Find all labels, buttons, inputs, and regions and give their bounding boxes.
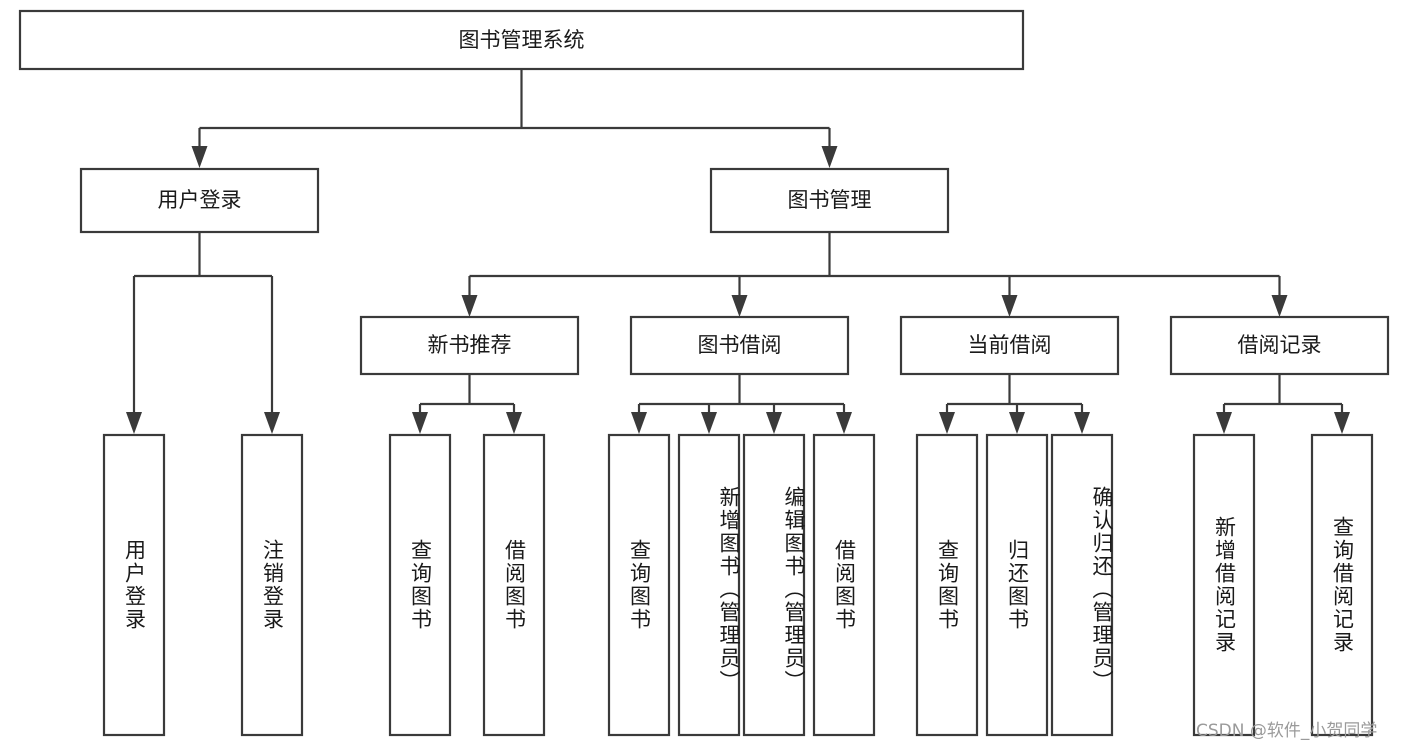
connector-group-book-borrow bbox=[631, 374, 852, 434]
arrow-head-leaf-logout bbox=[264, 412, 280, 434]
csdn-watermark: CSDN @软件_小贺同学 bbox=[1196, 721, 1378, 741]
leaf-box-query-record[interactable] bbox=[1310, 433, 1374, 737]
arrow-head-current-borrow bbox=[1001, 295, 1018, 317]
connector-group-current-borrow bbox=[939, 374, 1090, 434]
connector-group-borrow-record bbox=[1216, 374, 1350, 434]
leaf-box-borrow-book-recommend[interactable] bbox=[482, 433, 546, 737]
node-new-book-recommend-label: 新书推荐 bbox=[428, 333, 512, 357]
node-book-manage[interactable]: 图书管理 bbox=[709, 167, 950, 234]
leaf-box-add-book[interactable] bbox=[677, 433, 741, 737]
arrow-head-leaf-borrow-book-recommend bbox=[506, 412, 522, 434]
arrow-head-borrow-record bbox=[1271, 295, 1288, 317]
node-book-borrow-label: 图书借阅 bbox=[698, 333, 782, 357]
arrow-head-leaf-query-record bbox=[1334, 412, 1350, 434]
node-book-borrow-box[interactable] bbox=[629, 315, 850, 376]
node-borrow-record-label: 借阅记录 bbox=[1238, 333, 1322, 357]
leaf-box-edit-book[interactable] bbox=[742, 433, 806, 737]
arrow-head-leaf-confirm-return bbox=[1074, 412, 1090, 434]
leaf-box-borrow-book[interactable] bbox=[812, 433, 876, 737]
connector-group-root bbox=[191, 69, 838, 168]
leaf-box-query-book-current[interactable] bbox=[915, 433, 979, 737]
node-user-login-label: 用户登录 bbox=[158, 188, 242, 212]
node-current-borrow[interactable]: 当前借阅 bbox=[899, 315, 1120, 376]
arrow-head-leaf-add-book bbox=[701, 412, 717, 434]
node-user-login-box[interactable] bbox=[79, 167, 320, 234]
arrow-head-leaf-edit-book bbox=[766, 412, 782, 434]
leaf-box-user-login[interactable] bbox=[102, 433, 166, 737]
arrow-head-leaf-query-book-borrow bbox=[631, 412, 647, 434]
arrow-head-book-manage bbox=[821, 146, 838, 168]
leaf-box-return-book[interactable] bbox=[985, 433, 1049, 737]
arrow-head-leaf-borrow-book bbox=[836, 412, 852, 434]
arrow-head-user-login bbox=[191, 146, 208, 168]
arrow-head-leaf-user-login bbox=[126, 412, 142, 434]
connector-group-book-manage bbox=[461, 232, 1288, 317]
leaf-box-group bbox=[102, 433, 1374, 737]
node-borrow-record[interactable]: 借阅记录 bbox=[1169, 315, 1390, 376]
arrow-head-leaf-query-book-current bbox=[939, 412, 955, 434]
node-root[interactable]: 图书管理系统 bbox=[18, 9, 1025, 71]
node-root-box[interactable] bbox=[18, 9, 1025, 71]
leaf-box-confirm-return[interactable] bbox=[1050, 433, 1114, 737]
leaf-box-query-book-borrow[interactable] bbox=[607, 433, 671, 737]
connector-group-new-book-recommend bbox=[412, 374, 522, 434]
leaf-box-logout[interactable] bbox=[240, 433, 304, 737]
arrow-head-leaf-query-book-recommend bbox=[412, 412, 428, 434]
node-current-borrow-box[interactable] bbox=[899, 315, 1120, 376]
node-new-book-recommend-box[interactable] bbox=[359, 315, 580, 376]
arrow-head-book-borrow bbox=[731, 295, 748, 317]
arrow-head-leaf-return-book bbox=[1009, 412, 1025, 434]
node-book-borrow[interactable]: 图书借阅 bbox=[629, 315, 850, 376]
connector-group-user-login bbox=[126, 232, 280, 434]
node-user-login[interactable]: 用户登录 bbox=[79, 167, 320, 234]
leaf-box-query-book-recommend[interactable] bbox=[388, 433, 452, 737]
node-book-manage-box[interactable] bbox=[709, 167, 950, 234]
node-new-book-recommend[interactable]: 新书推荐 bbox=[359, 315, 580, 376]
arrow-head-leaf-add-record bbox=[1216, 412, 1232, 434]
node-borrow-record-box[interactable] bbox=[1169, 315, 1390, 376]
arrow-head-new-book-recommend bbox=[461, 295, 478, 317]
node-root-label: 图书管理系统 bbox=[459, 28, 585, 52]
node-current-borrow-label: 当前借阅 bbox=[968, 333, 1052, 357]
leaf-box-add-record[interactable] bbox=[1192, 433, 1256, 737]
node-book-manage-label: 图书管理 bbox=[788, 188, 872, 212]
